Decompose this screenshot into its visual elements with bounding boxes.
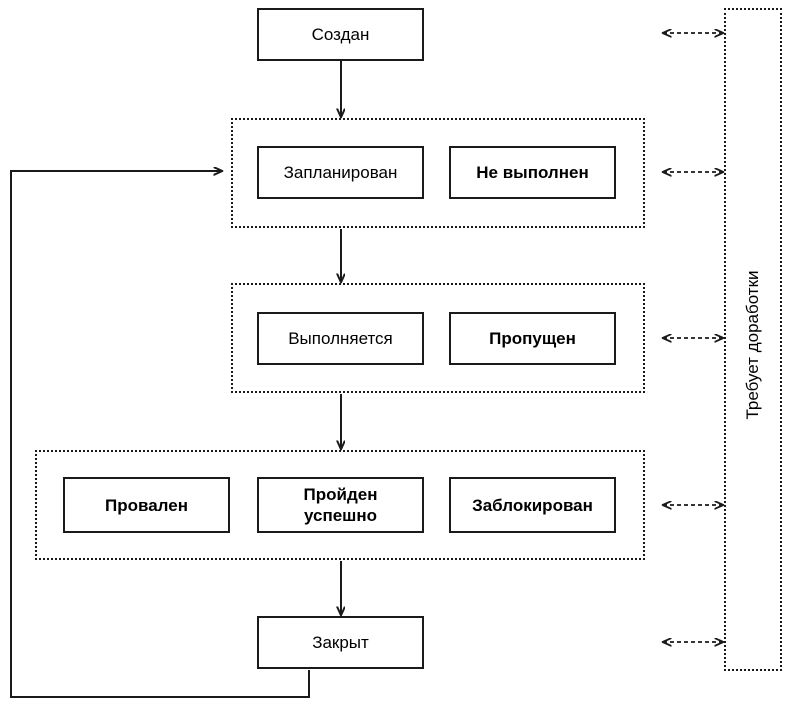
node-blocked-label: Заблокирован xyxy=(472,495,593,515)
node-planned[interactable]: Запланирован xyxy=(257,146,424,199)
node-closed[interactable]: Закрыт xyxy=(257,616,424,669)
node-not-executed[interactable]: Не выполнен xyxy=(449,146,616,199)
node-not-executed-label: Не выполнен xyxy=(476,163,589,182)
node-in-progress-label: Выполняется xyxy=(288,329,393,348)
node-skipped[interactable]: Пропущен xyxy=(449,312,616,365)
node-passed-label: Пройден успешно xyxy=(303,485,378,525)
node-blocked[interactable]: Заблокирован xyxy=(449,477,616,533)
node-planned-label: Запланирован xyxy=(283,163,398,182)
rework-label: Требует доработки xyxy=(743,270,762,420)
node-failed[interactable]: Провален xyxy=(63,477,230,533)
node-closed-label: Закрыт xyxy=(312,633,369,652)
rework-container xyxy=(724,8,782,671)
node-created[interactable]: Создан xyxy=(257,8,424,61)
node-failed-label: Провален xyxy=(105,495,188,515)
node-created-label: Создан xyxy=(311,25,370,44)
node-passed[interactable]: Пройден успешно xyxy=(257,477,424,533)
node-in-progress[interactable]: Выполняется xyxy=(257,312,424,365)
node-skipped-label: Пропущен xyxy=(489,329,576,348)
